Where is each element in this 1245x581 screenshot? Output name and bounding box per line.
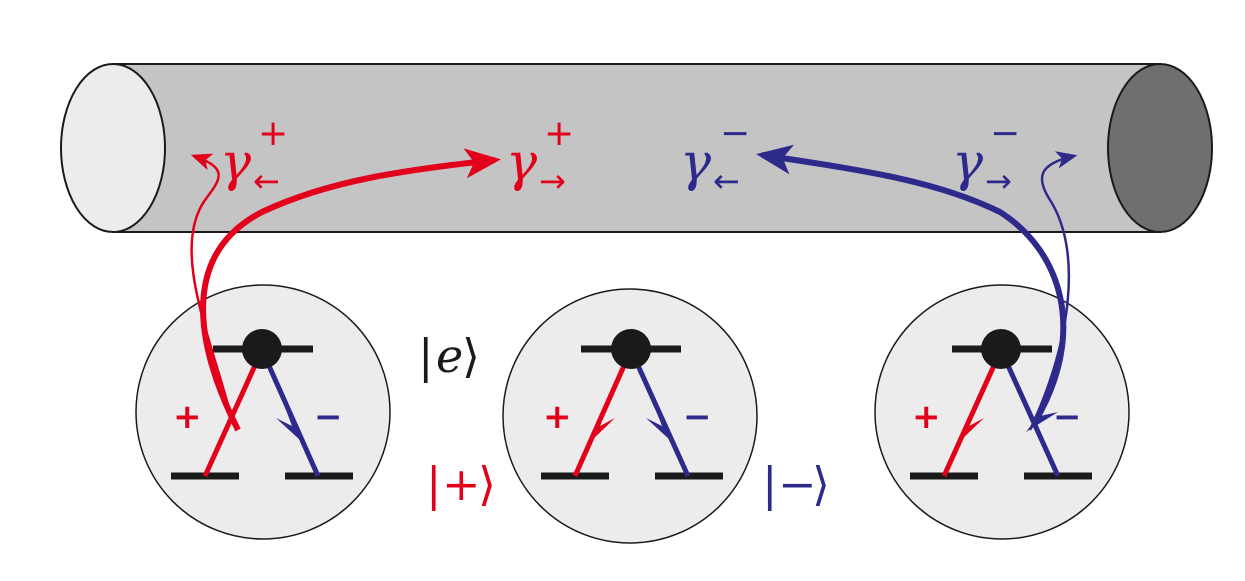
state-plus-label: | + ⟩: [426, 457, 496, 511]
atom-middle-sign-minus: −: [683, 397, 712, 437]
atom-right: [874, 284, 1130, 540]
arrow-plus-backward: [190, 153, 234, 421]
atom-right-sign-plus: +: [912, 397, 941, 437]
state-excited-open: |: [418, 329, 434, 383]
atom-middle-transition-minus-arrow: [646, 410, 670, 440]
atom-middle-transition-minus: [628, 348, 691, 478]
atom-left-sign-plus: +: [173, 397, 202, 437]
photon-plus-right-sub: →: [539, 162, 566, 200]
photon-minus-left-symbol: γ: [680, 133, 712, 193]
atom-left-transition-minus: [259, 348, 321, 478]
photon-plus-left-symbol: γ: [220, 133, 252, 193]
waveguide-left-cap: [60, 63, 166, 233]
atom-right-sign-minus: −: [1053, 397, 1082, 437]
atom-middle-circle: [502, 288, 758, 544]
arrow-minus-forward: [1028, 151, 1078, 431]
state-excited-label: | e ⟩: [418, 329, 480, 383]
atom-middle-transition-plus-arrow: [590, 408, 615, 442]
atom-middle-transition-plus: [572, 348, 634, 478]
state-plus-symbol: +: [442, 457, 481, 511]
waveguide-right-cap: [1107, 62, 1213, 234]
photon-arrows: [190, 144, 1078, 432]
photon-plus-right-symbol: γ: [506, 133, 538, 193]
atom-middle: [502, 288, 758, 544]
state-minus-close: ⟩: [812, 457, 830, 511]
atom-right-transition-plus-arrow: [959, 408, 984, 442]
state-labels: | e ⟩ | + ⟩ | − ⟩: [418, 329, 830, 511]
photon-plus-left-sup: +: [258, 113, 288, 154]
state-minus-open: |: [762, 457, 778, 511]
photon-minus-right-sub: →: [985, 162, 1012, 200]
photon-labels: γ + ← γ + → γ − ← γ − →: [220, 113, 1020, 200]
atom-middle-electron: [611, 329, 651, 369]
state-minus-symbol: −: [778, 457, 817, 511]
atom-right-electron: [981, 329, 1021, 369]
photon-minus-left-sup: −: [720, 113, 750, 154]
atom-left-electron: [242, 329, 282, 369]
state-minus-label: | − ⟩: [762, 457, 830, 511]
atom-middle-sign-plus: +: [543, 397, 572, 437]
state-excited-close: ⟩: [462, 329, 480, 383]
photon-minus-left-sub: ←: [713, 162, 740, 200]
photon-plus-left-sub: ←: [253, 162, 280, 200]
atom-right-transition-minus: [998, 348, 1061, 478]
photon-minus-right-sup: −: [990, 113, 1020, 154]
atom-left-sign-minus: −: [314, 397, 343, 437]
state-excited-symbol: e: [436, 329, 463, 383]
arrow-minus-head-atom: [1026, 400, 1058, 432]
waveguide: [60, 62, 1213, 234]
transition-signs: + − + − + −: [173, 397, 1082, 437]
state-plus-open: |: [426, 457, 442, 511]
photon-minus-right-symbol: γ: [952, 133, 984, 193]
arrow-minus-backward: [756, 144, 1067, 422]
atom-left-transition-minus-arrow: [276, 410, 300, 440]
atom-right-transition-plus: [941, 348, 1004, 478]
photon-plus-right-sup: +: [544, 113, 574, 154]
state-plus-close: ⟩: [478, 457, 496, 511]
arrow-plus-forward: [200, 148, 501, 432]
atom-left: [135, 284, 391, 540]
atom-left-transition-plus: [202, 348, 265, 478]
